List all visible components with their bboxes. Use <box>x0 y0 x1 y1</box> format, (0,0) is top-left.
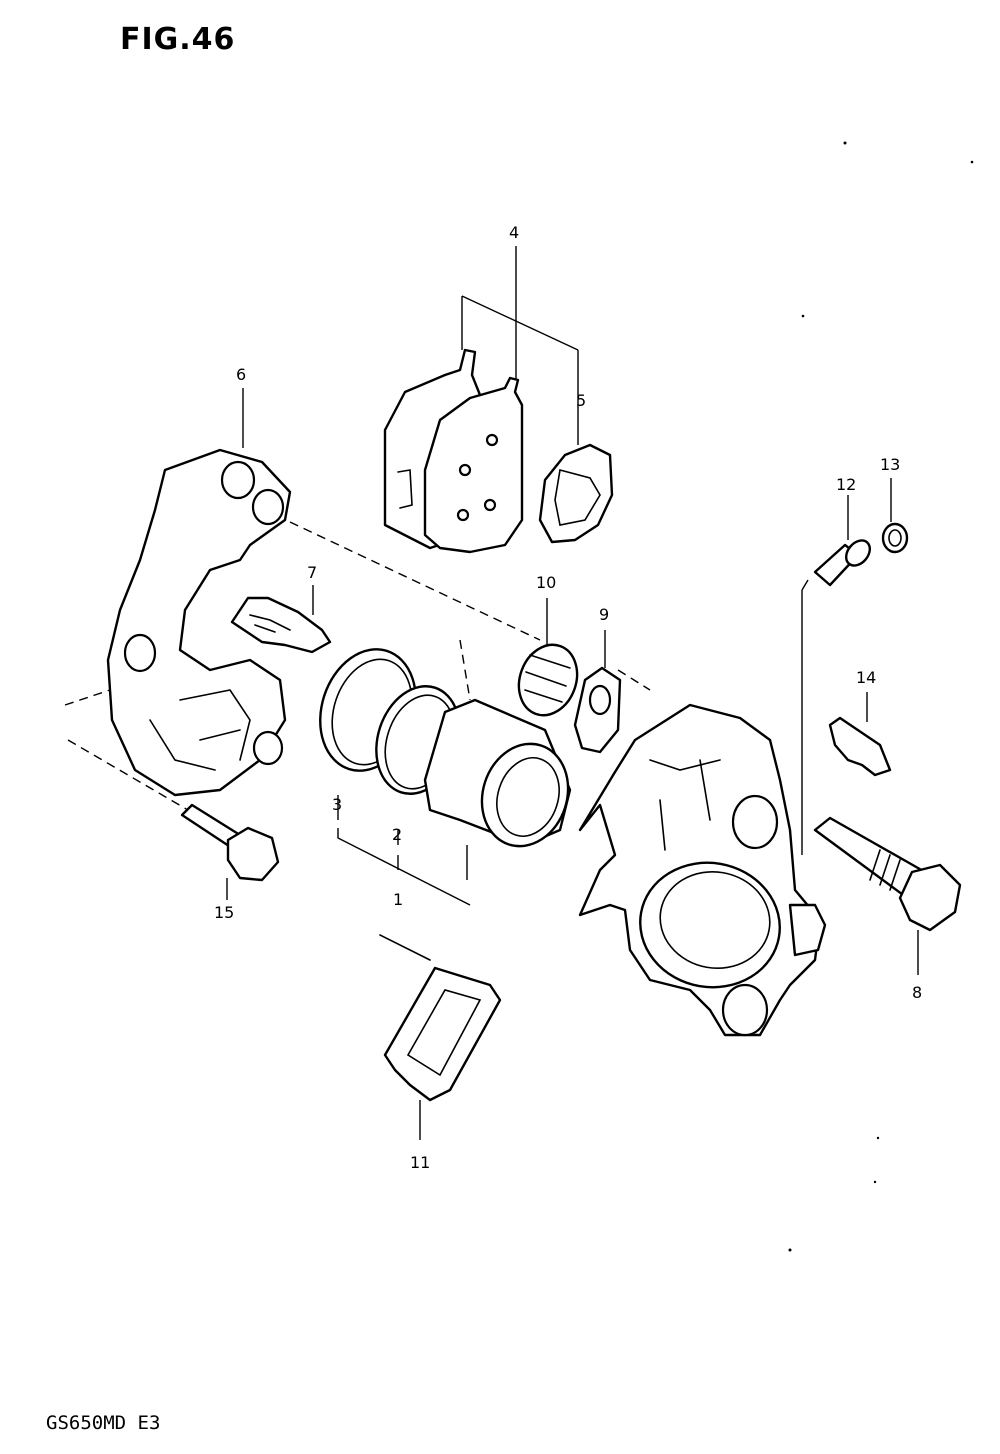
leader-lines <box>226 246 919 1140</box>
part-7-pad-spring <box>230 596 332 654</box>
part-10-boot <box>517 643 579 717</box>
part-9-washer <box>573 666 622 754</box>
callout-labels: 4 5 6 7 10 9 12 13 14 3 2 1 15 8 11 <box>214 223 922 1172</box>
callout-1: 1 <box>393 890 403 909</box>
callout-14: 14 <box>856 668 876 687</box>
part-8-pin-bolt <box>813 816 962 932</box>
figure-title: FIG.46 <box>120 22 236 57</box>
part-12-bleeder-screw <box>813 539 872 587</box>
callout-2: 2 <box>392 825 402 844</box>
callout-12: 12 <box>836 475 856 494</box>
callout-6: 6 <box>236 365 246 384</box>
part-1-piston <box>423 698 572 848</box>
callout-11: 11 <box>410 1153 430 1172</box>
callout-15: 15 <box>214 903 234 922</box>
part-4-brake-pads <box>383 348 524 554</box>
part-13-bleeder-cap <box>881 522 909 554</box>
callout-7: 7 <box>307 563 317 582</box>
callout-13: 13 <box>880 455 900 474</box>
scan-specks <box>788 141 974 1252</box>
part-11-pad-holder <box>379 934 502 1102</box>
model-code: GS650MD E3 <box>46 1412 161 1434</box>
alignment-lines <box>64 521 809 856</box>
callout-5: 5 <box>576 391 586 410</box>
callout-4: 4 <box>509 223 519 242</box>
callout-8: 8 <box>912 983 922 1002</box>
part-14-clip <box>828 716 892 777</box>
callout-3: 3 <box>332 795 342 814</box>
callout-9: 9 <box>599 605 609 624</box>
part-5-pad-shim <box>538 443 614 544</box>
part-6-caliper-bracket <box>106 448 292 797</box>
caliper-body <box>578 703 827 1037</box>
part-15-bolt <box>180 803 280 882</box>
callout-10: 10 <box>536 573 556 592</box>
